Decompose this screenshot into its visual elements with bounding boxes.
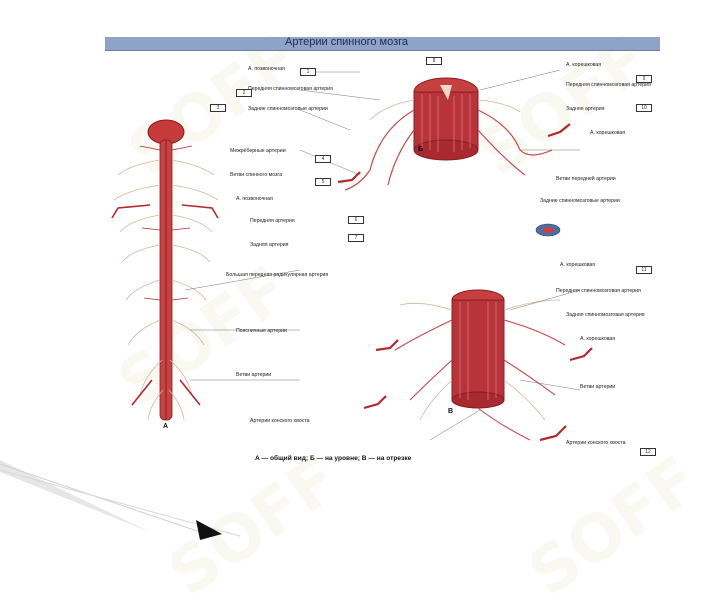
label-right-top: Задняя артерия bbox=[566, 106, 605, 112]
label-right-bottom: Ветви артерии bbox=[580, 384, 616, 390]
small-section-icon bbox=[535, 223, 561, 237]
label-right-bottom: А. корешковая bbox=[580, 336, 616, 342]
leader-lines bbox=[184, 69, 581, 441]
decorative-diagonal-lines bbox=[0, 460, 241, 540]
label-left: Артерии конского хвоста bbox=[250, 418, 310, 424]
number-box: 2 bbox=[236, 89, 252, 97]
label-right-bottom: А. корешковая bbox=[560, 262, 596, 268]
label-right-top: Передняя спинномозговая артерия bbox=[566, 82, 651, 88]
label-left: Межрёберные артерии bbox=[230, 148, 286, 154]
figure-caption: А — общий вид; Б — на уровне; В — на отр… bbox=[255, 455, 412, 462]
label-left: А. позвоночная bbox=[236, 196, 273, 202]
number-box: 12 bbox=[640, 448, 656, 456]
label-left: Ветви артерии bbox=[236, 372, 272, 378]
number-box: 9 bbox=[636, 75, 652, 83]
label-left: Задние спинномозговые артерии bbox=[248, 106, 328, 112]
number-box: 11 bbox=[636, 266, 652, 274]
number-box: 4 bbox=[315, 155, 331, 163]
label-right-bottom: Задняя спинномозговая артерия bbox=[566, 312, 645, 318]
slide-title: Артерии спинного мозга bbox=[285, 36, 409, 48]
label-right-top: Задние спинномозговые артерии bbox=[540, 198, 620, 204]
number-box: 6 bbox=[348, 216, 364, 224]
label-right-top: Ветви передней артерии bbox=[556, 176, 616, 182]
number-box: 8 bbox=[426, 57, 442, 65]
figure-a-spinal-cord bbox=[111, 119, 219, 421]
label-left: Большая передняя радикулярная артерия bbox=[226, 272, 329, 278]
label-left: А. позвоночная bbox=[248, 66, 285, 72]
label-right-top: А. корешковая bbox=[566, 62, 602, 68]
number-box: 1 bbox=[300, 68, 316, 76]
label-right-bottom: Артерии конского хвоста bbox=[566, 440, 626, 446]
label-left: Передняя спинномозговая артерия bbox=[248, 86, 333, 92]
label-left: Передняя артерия bbox=[250, 218, 295, 224]
label-right-bottom: Передняя спинномозговая артерия bbox=[556, 288, 641, 294]
spinal-arteries-illustration bbox=[111, 69, 593, 442]
figure-letter-b: Б bbox=[418, 146, 424, 153]
label-right-top: А. корешковая bbox=[590, 130, 626, 136]
figure-letter-v: В bbox=[448, 408, 454, 415]
number-box: 3 bbox=[210, 104, 226, 112]
figure-letter-a: А bbox=[163, 423, 169, 430]
number-box: 10 bbox=[636, 104, 652, 112]
number-box: 7 bbox=[348, 234, 364, 242]
figure-b-cross-section bbox=[337, 77, 571, 191]
figure-v-segment bbox=[363, 289, 593, 442]
slide-title-bar: Артерии спинного мозга bbox=[105, 36, 660, 51]
number-box: 5 bbox=[315, 178, 331, 186]
label-left: Ветви спинного мозга bbox=[230, 172, 283, 178]
label-left: Задняя артерия bbox=[250, 242, 289, 248]
label-left: Поясничные артерии bbox=[236, 328, 287, 334]
